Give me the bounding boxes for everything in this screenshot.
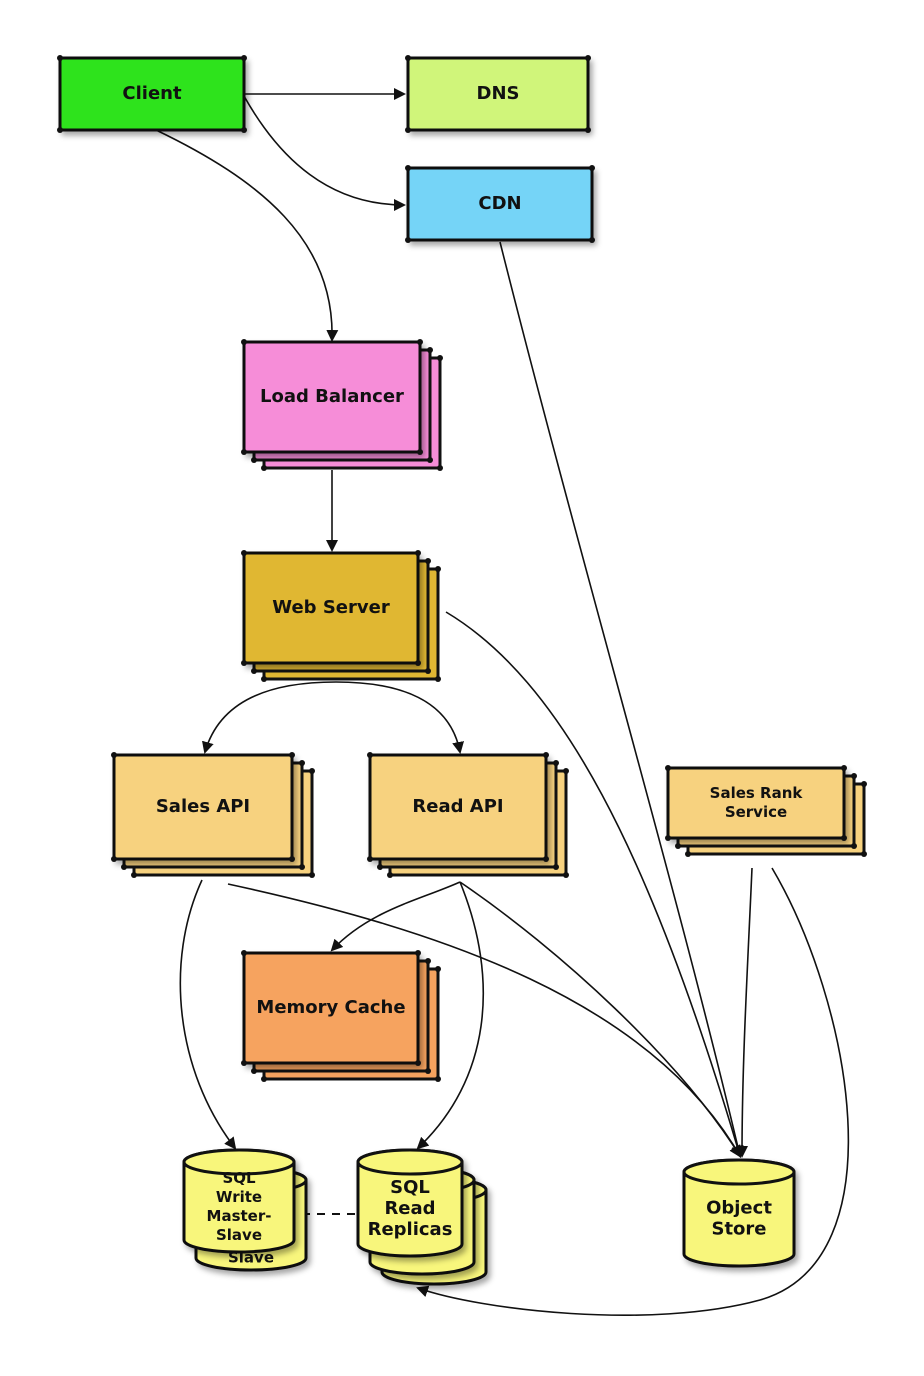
edge-sales-rank-service-to-sql-read xyxy=(416,867,850,1316)
sql-read-label-line-2: Read xyxy=(384,1198,435,1219)
load-balancer-label-line-1: Load Balancer xyxy=(260,386,404,407)
node-read-api: Read API xyxy=(367,752,569,878)
object-store-cylinder-top xyxy=(682,1158,796,1186)
memory-cache-box xyxy=(242,951,420,1065)
sales-rank-service-box xyxy=(666,766,846,840)
edges-layer xyxy=(155,88,850,1316)
read-api-box xyxy=(368,753,548,861)
web-server-label-line-1: Web Server xyxy=(272,597,390,618)
edge-sales-api-to-sql-write xyxy=(179,879,237,1150)
cdn-box xyxy=(406,166,594,242)
edge-client-to-load-balancer xyxy=(155,129,339,342)
edge-client-to-cdn xyxy=(243,95,406,211)
node-load-balancer: Load Balancer xyxy=(241,339,443,471)
sql-write-label-line-3: Master- xyxy=(207,1207,272,1225)
object-store-label-line-2: Store xyxy=(711,1219,766,1240)
client-box xyxy=(58,56,246,132)
node-client: Client xyxy=(57,55,247,133)
edge-read-api-to-object-store xyxy=(459,881,742,1158)
edge-sales-rank-service-to-object-store xyxy=(736,867,753,1158)
node-sales-api: Sales API xyxy=(111,752,315,878)
sales-rank-service-label-line-1: Sales Rank xyxy=(710,784,804,802)
sql-read-label-line-1: SQL xyxy=(390,1177,430,1198)
sales-rank-service-label-line-2: Service xyxy=(725,803,787,821)
sales-api-label-line-1: Sales API xyxy=(156,796,250,817)
node-cdn: CDN xyxy=(405,165,595,243)
dns-box xyxy=(406,56,590,132)
sql-write-label-line-2: Write xyxy=(216,1188,262,1206)
memory-cache-label-line-1: Memory Cache xyxy=(256,997,405,1018)
sql-write-label-line-4: Slave xyxy=(216,1226,262,1244)
client-label-line-1: Client xyxy=(122,83,182,104)
dns-label-line-1: DNS xyxy=(477,83,520,104)
load-balancer-box xyxy=(242,340,422,454)
sql-write-label-line-1: SQL xyxy=(222,1169,256,1187)
sql-write-cylinder-top xyxy=(182,1148,296,1176)
sql-read-cylinder-top xyxy=(356,1148,464,1176)
edge-cdn-to-object-store xyxy=(499,241,744,1158)
web-server-box xyxy=(242,551,420,665)
edge-read-api-to-sql-read xyxy=(416,881,485,1150)
node-web-server: Web Server xyxy=(241,550,441,682)
object-store-label-line-1: Object xyxy=(706,1198,772,1219)
sales-api-box xyxy=(112,753,294,861)
node-memory-cache: Memory Cache xyxy=(241,950,441,1082)
edge-web-server-to-read-api xyxy=(335,681,464,754)
sql-read-label-line-3: Replicas xyxy=(368,1219,453,1240)
node-dns: DNS xyxy=(405,55,591,133)
read-api-label-line-1: Read API xyxy=(412,796,503,817)
edge-web-server-to-sales-api xyxy=(202,681,337,754)
edge-web-server-to-object-store xyxy=(445,611,743,1158)
edge-read-api-to-memory-cache xyxy=(330,881,461,952)
cdn-label-line-1: CDN xyxy=(478,193,521,214)
